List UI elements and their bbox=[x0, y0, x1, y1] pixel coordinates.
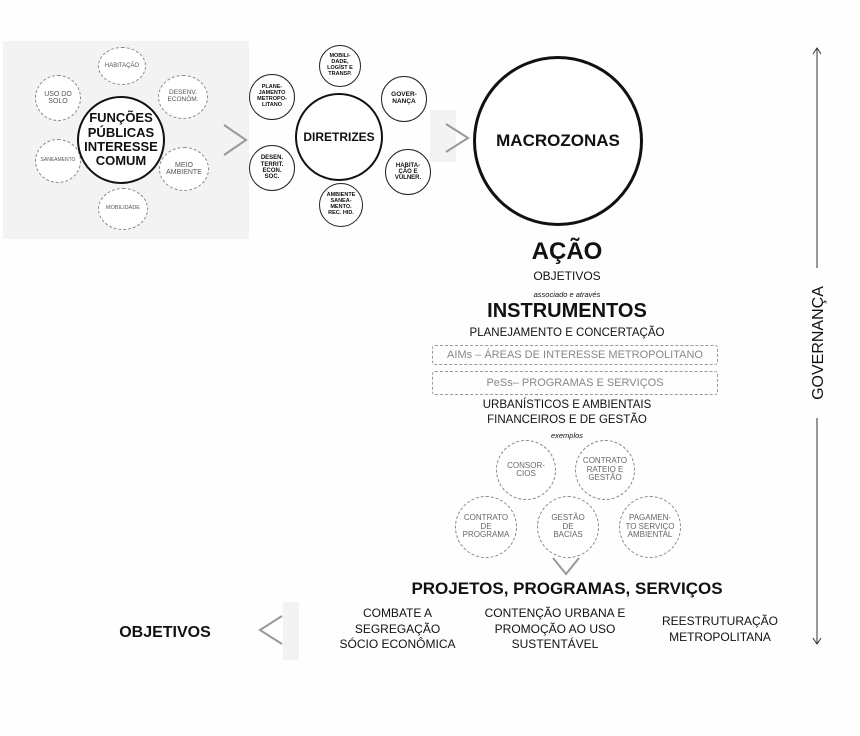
chevron-2-bg bbox=[430, 110, 456, 162]
diretrizes-center-circle: DIRETRIZES bbox=[295, 93, 383, 181]
macrozonas-circle: MACROZONAS bbox=[473, 56, 643, 226]
acao-associado: associado e através bbox=[533, 290, 601, 299]
funcao-desenv-economico: DESENV. ECONÔM. bbox=[158, 75, 208, 119]
funcao-mobilidade: MOBILIDADE bbox=[98, 188, 148, 230]
projeto-reestruturacao: REESTRUTURAÇÃO METROPOLITANA bbox=[661, 614, 778, 644]
chevron-right-icon bbox=[223, 124, 248, 156]
diretriz-planejamento-metropolitano: PLANE- JAMENTO METROPO- LITANO bbox=[249, 74, 295, 120]
acao-objetivos: OBJETIVOS bbox=[533, 269, 601, 283]
exemplo-consorcios: CONSOR- CIOS bbox=[496, 440, 556, 500]
acao-title: AÇÃO bbox=[531, 238, 603, 265]
instrumentos-planejamento: PLANEJAMENTO E CONCERTAÇÃO bbox=[469, 327, 665, 339]
chevron-down-icon bbox=[552, 557, 580, 576]
diretriz-habitacao: HABITA- ÇÃO E VULNER. bbox=[385, 149, 431, 195]
funcao-uso-do-solo: USO DO SOLO bbox=[35, 75, 81, 121]
exemplo-contrato-rateio: CONTRATO RATEIO E GESTÃO bbox=[575, 440, 635, 500]
objetivos-final: OBJETIVOS bbox=[119, 624, 211, 641]
instrumentos-urbanisticos: URBANÍSTICOS E AMBIENTAIS bbox=[482, 399, 652, 411]
diretriz-ambiente-saneamento: AMBIENTE SANEA- MENTO. REC. HID. bbox=[319, 183, 363, 227]
instrumentos-financeiros: FINANCEIROS E DE GESTÃO bbox=[487, 414, 647, 426]
projetos-title: PROJETOS, PROGRAMAS, SERVIÇOS bbox=[411, 579, 723, 598]
instrumentos-pess-box: PeSs– PROGRAMAS E SERVIÇOS bbox=[432, 371, 718, 395]
exemplo-gestao-bacias: GESTÃO DE BACIAS bbox=[537, 496, 599, 558]
governanca-axis bbox=[812, 47, 822, 645]
chevron-3-bg bbox=[283, 602, 299, 660]
funcao-meio-ambiente: MEIO AMBIENTE bbox=[159, 147, 209, 191]
governanca-label: GOVERNANÇA bbox=[810, 286, 827, 400]
projeto-contencao-urbana: CONTENÇÃO URBANA E PROMOÇÃO AO USO SUSTE… bbox=[484, 606, 626, 652]
exemplo-contrato-programa: CONTRATO DE PROGRAMA bbox=[455, 496, 517, 558]
funcao-saneamento: SANEAMENTO bbox=[35, 139, 81, 183]
diretriz-desenvolvimento-territorial: DESEN. TERRIT. ECON. SOC. bbox=[249, 145, 295, 191]
funcao-habitacao: HABITAÇÃO bbox=[98, 47, 146, 85]
instrumentos-aims-box: AIMs – ÁREAS DE INTERESSE METROPOLITANO bbox=[432, 345, 718, 365]
instrumentos-title: INSTRUMENTOS bbox=[487, 300, 647, 322]
funcoes-center-circle: FUNÇÕES PÚBLICAS INTERESSE COMUM bbox=[77, 96, 165, 184]
exemplo-pagamento-servico: PAGAMEN- TO SERVIÇO AMBIENTAL bbox=[619, 496, 681, 558]
projeto-combate-segregacao: COMBATE A SEGREGAÇÃO SÓCIO ECONÔMICA bbox=[339, 606, 456, 652]
diretriz-mobilidade: MOBILI- DADE, LOGÍST E TRANSP. bbox=[319, 45, 361, 87]
chevron-left-icon bbox=[258, 615, 283, 645]
diretriz-governanca: GOVER- NANÇA bbox=[381, 76, 427, 122]
chevron-right-icon bbox=[445, 123, 470, 153]
instrumentos-exemplos: exemplos bbox=[550, 431, 584, 440]
